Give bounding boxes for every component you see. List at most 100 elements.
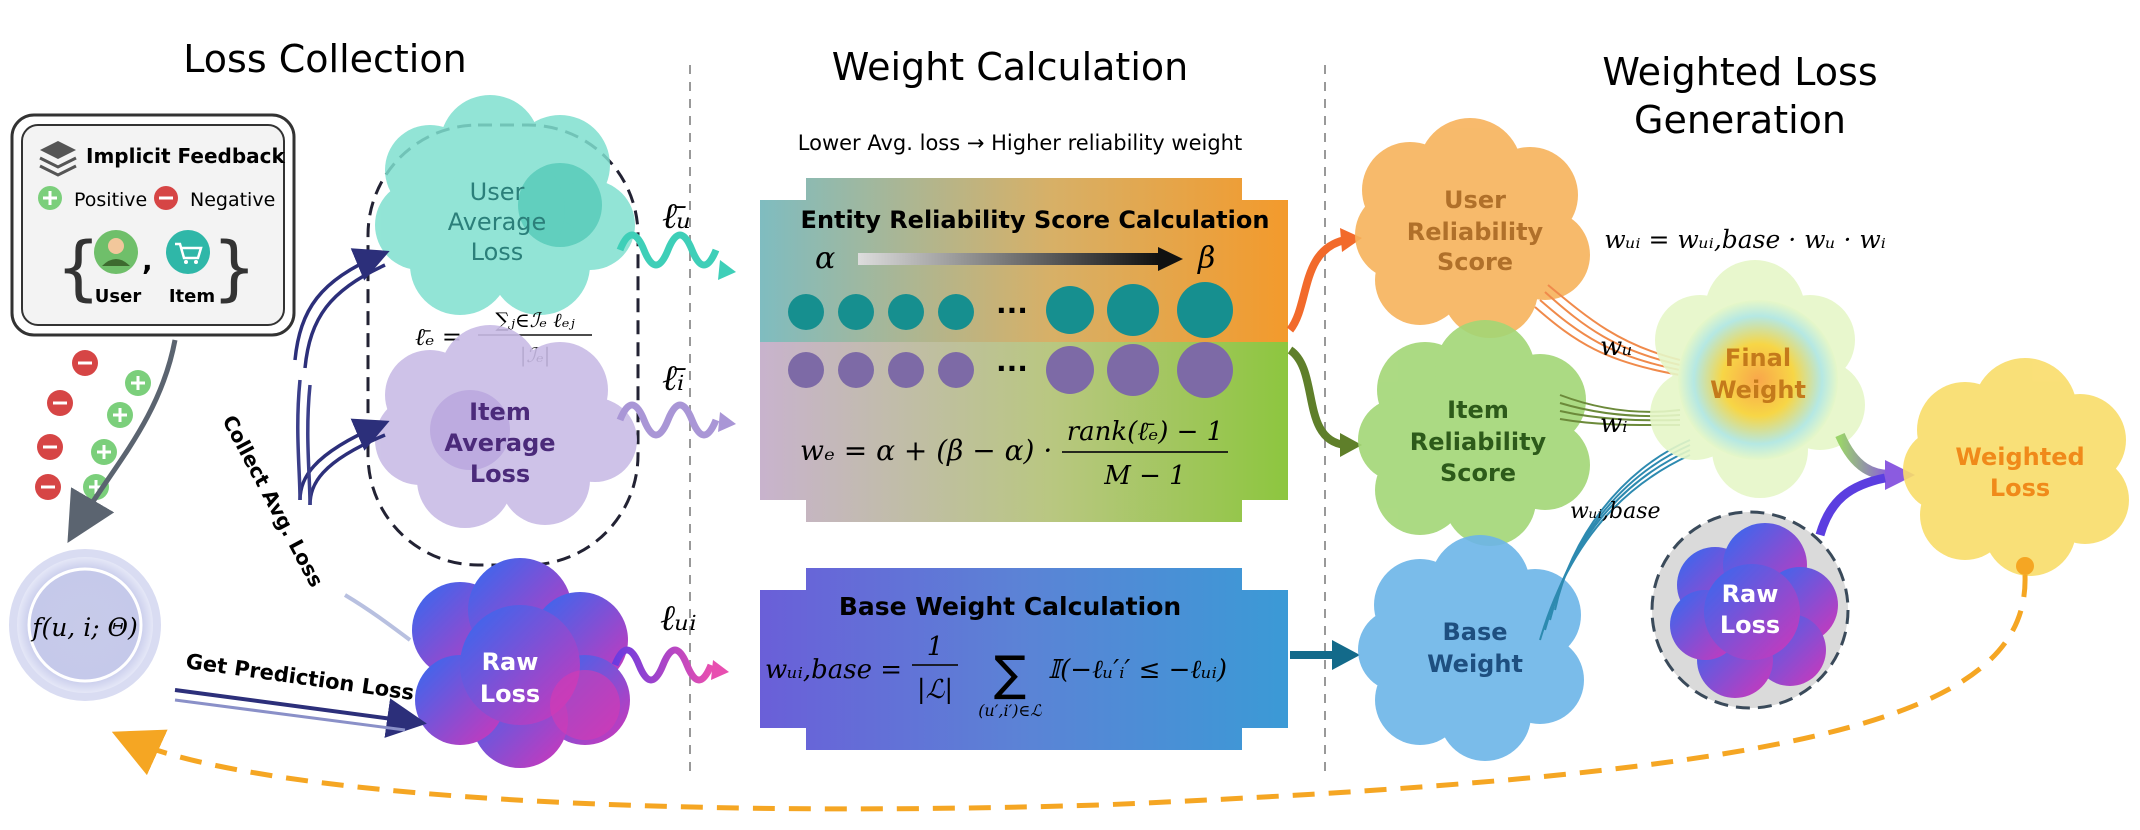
user-reliability-text-1: User: [1444, 186, 1506, 214]
user-avg-wave: ℓ̄ᵤ: [616, 196, 736, 280]
l-ui-symbol: ℓᵤᵢ: [660, 598, 697, 639]
final-to-weighted-arrow: [1835, 432, 1891, 480]
user-label: User: [95, 286, 142, 307]
raw-loss-wave: ℓᵤᵢ: [611, 598, 729, 684]
item-average-loss-text-3: Loss: [470, 460, 530, 488]
item-reliability-panel: ··· wₑ = α + (β − α) · rank(ℓ̄ₑ) − 1 M −…: [760, 342, 1288, 522]
we-formula-lhs: wₑ = α + (β − α) ·: [800, 434, 1052, 467]
section-title-weight-calculation: Weight Calculation: [832, 45, 1188, 89]
weighted-loss-text-2: Loss: [1990, 474, 2050, 502]
get-prediction-loss-arrow: [174, 688, 427, 738]
implicit-feedback-title: Implicit Feedback: [86, 144, 286, 168]
w-ui-base-symbol: wᵤᵢ,base: [1570, 499, 1661, 524]
user-reliability-text-3: Score: [1437, 248, 1513, 276]
raw-to-weighted-arrow: [1815, 473, 1886, 537]
item-reliability-text-3: Score: [1440, 459, 1516, 487]
minus-icon: [35, 474, 61, 500]
base-formula-lhs: wᵤᵢ,base =: [765, 655, 902, 685]
w-u-symbol: wᵤ: [1600, 332, 1633, 362]
item-reliability-text-1: Item: [1447, 396, 1509, 424]
alpha-symbol: α: [815, 241, 835, 276]
minus-icon: [72, 350, 98, 376]
brace-left: {: [56, 227, 101, 309]
item-average-loss-cloud: Item Average Loss: [375, 325, 637, 528]
arrowhead-base-weight: [1332, 640, 1360, 670]
arrowhead-user-reliability: [1340, 228, 1362, 252]
w-i-symbol: wᵢ: [1600, 409, 1628, 439]
item-label: Item: [169, 286, 215, 307]
positive-label: Positive: [74, 189, 147, 211]
user-reliability-cloud: User Reliability Score: [1355, 118, 1590, 338]
base-weight-cloud: Base Weight: [1358, 535, 1584, 761]
weighted-loss-text-1: Weighted: [1955, 443, 2084, 471]
base-formula-sum-sub: (u′,i′)∈ℒ: [978, 701, 1042, 720]
implicit-feedback-box: Implicit Feedback Positive Negative { } …: [10, 113, 296, 337]
arrow-to-item-reliability: [1287, 346, 1346, 449]
final-weight-cloud: Final Weight: [1650, 260, 1865, 498]
base-formula-frac-den: |ℒ|: [917, 675, 953, 705]
section-title-weighted-loss-line2: Generation: [1634, 98, 1846, 142]
reliability-note: Lower Avg. loss → Higher reliability wei…: [798, 131, 1242, 155]
user-average-loss-text-3: Loss: [471, 238, 524, 266]
model-label: f(u, i; Θ): [30, 613, 138, 642]
we-formula-numerator: rank(ℓ̄ₑ) − 1: [1067, 417, 1223, 447]
base-formula-rhs: 𝕀(−ℓᵤ′ᵢ′ ≤ −ℓᵤᵢ): [1048, 655, 1227, 685]
base-formula-sum: ∑: [994, 646, 1026, 702]
minus-icon: [37, 434, 63, 460]
item-score-dots: [788, 342, 1233, 398]
weighted-loss-cloud: Weighted Loss: [1903, 358, 2129, 576]
base-formula-frac-num: 1: [927, 632, 944, 662]
brace-right: }: [212, 227, 257, 309]
item-reliability-text-2: Reliability: [1410, 428, 1547, 456]
entity-panel-title: Entity Reliability Score Calculation: [801, 206, 1270, 234]
beta-symbol: β: [1197, 241, 1215, 276]
final-weight-text-2: Weight: [1710, 376, 1806, 404]
negative-label: Negative: [190, 189, 275, 211]
feedback-to-model-arrow: [67, 339, 178, 543]
comma: ,: [142, 244, 153, 277]
user-avatar-icon: [94, 230, 138, 274]
user-average-loss-text-1: User: [470, 178, 525, 206]
get-prediction-loss-arrow-shadow: [174, 698, 406, 732]
collect-avg-loss-arrows: [293, 248, 390, 506]
item-reliability-cloud: Item Reliability Score: [1358, 320, 1590, 546]
arrow-to-user-reliability: [1286, 236, 1347, 333]
ellipsis-mid: ···: [996, 352, 1028, 385]
raw-loss-right-text-1: Raw: [1722, 580, 1779, 608]
model-node: f(u, i; Θ): [9, 549, 161, 701]
user-average-loss-cloud: User Average Loss: [375, 95, 635, 315]
entity-reliability-panel: Entity Reliability Score Calculation α β…: [760, 178, 1288, 342]
l-u-symbol: ℓ̄ᵤ: [662, 196, 691, 237]
feedback-signs: [35, 350, 151, 500]
base-weight-panel: Base Weight Calculation wᵤᵢ,base = 1 |ℒ|…: [760, 568, 1288, 750]
item-avg-wave: ℓ̄ᵢ: [616, 358, 736, 439]
user-score-dots: [788, 282, 1233, 338]
ellipsis-top: ···: [996, 294, 1028, 327]
cart-icon: [166, 230, 210, 274]
base-weight-connection: [1539, 439, 1691, 641]
we-formula-denominator: M − 1: [1103, 461, 1185, 491]
layers-icon: [39, 141, 77, 177]
item-average-loss-text-1: Item: [469, 398, 531, 426]
minus-icon: [47, 390, 73, 416]
plus-icon: [91, 439, 117, 465]
plus-icon: [107, 402, 133, 428]
base-weight-text-2: Weight: [1427, 650, 1523, 678]
user-average-loss-text-2: Average: [448, 208, 547, 236]
raw-loss-cloud: Raw Loss: [412, 558, 630, 768]
raw-loss-link-arrow: [343, 593, 412, 642]
final-weight-text-1: Final: [1725, 344, 1791, 372]
l-i-symbol: ℓ̄ᵢ: [662, 358, 686, 399]
alpha-beta-gradient-bar: [858, 253, 1158, 265]
final-weight-formula: wᵤᵢ = wᵤᵢ,base · wᵤ · wᵢ: [1604, 225, 1886, 254]
item-average-loss-text-2: Average: [444, 429, 555, 457]
feedback-loop-start: [2016, 557, 2034, 575]
raw-loss-right-text-2: Loss: [1720, 611, 1780, 639]
base-weight-text-1: Base: [1442, 618, 1507, 646]
final-to-weighted-arrowhead: [1885, 460, 1915, 490]
user-reliability-text-2: Reliability: [1407, 218, 1544, 246]
arrowhead-item-reliability: [1340, 433, 1362, 457]
plus-icon: [125, 370, 151, 396]
avg-formula-numerator: ∑ⱼ∈ℐₑ ℓₑⱼ: [495, 308, 575, 332]
